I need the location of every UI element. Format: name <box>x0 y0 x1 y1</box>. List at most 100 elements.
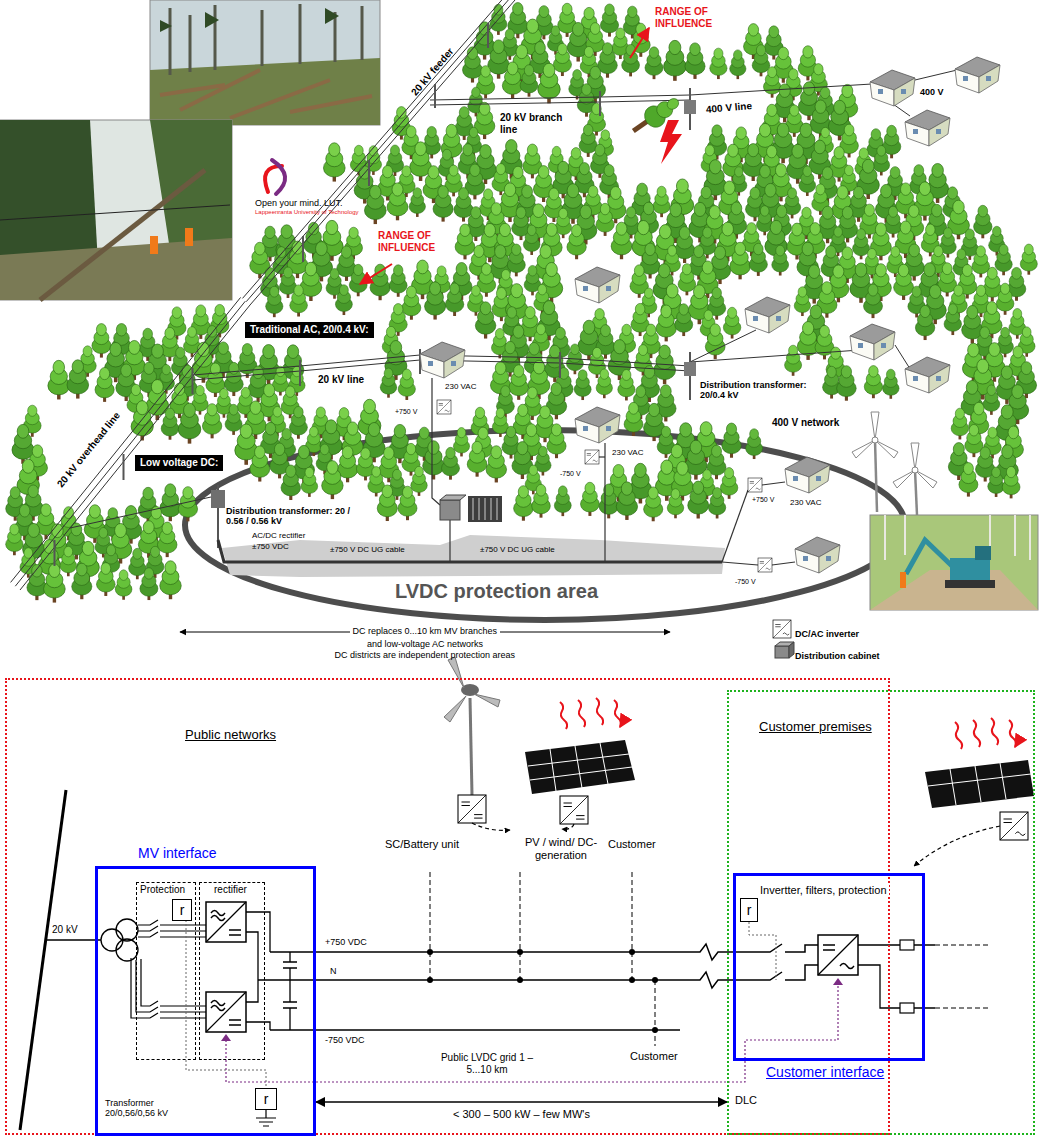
tree-crown <box>583 124 593 136</box>
tree-crown <box>798 287 807 297</box>
tree <box>685 43 705 79</box>
tree-crown <box>529 342 540 355</box>
tree-crown <box>518 404 528 416</box>
tree-crown <box>637 220 649 234</box>
tree-crown <box>207 326 217 338</box>
tree-crown <box>131 384 140 395</box>
lvdc-area-outline <box>185 430 905 620</box>
tree <box>370 264 390 300</box>
tree-crown <box>1001 366 1012 379</box>
tree-crown <box>658 264 670 278</box>
tree-crown <box>844 124 854 136</box>
tree-crown <box>987 267 997 279</box>
tree <box>705 324 725 359</box>
tree-crown <box>480 145 492 159</box>
tree <box>995 244 1012 275</box>
tree-crown <box>96 324 106 336</box>
tree-crown <box>329 143 340 157</box>
tree-crown <box>1024 244 1033 255</box>
tree-crown <box>136 401 148 415</box>
tree-crown <box>614 340 626 354</box>
tree <box>441 124 462 161</box>
tree-crown <box>188 327 197 338</box>
tree-crown <box>871 129 881 140</box>
tree <box>553 43 571 76</box>
tree-crown <box>610 187 621 200</box>
tree-crown <box>759 123 770 137</box>
tree <box>772 245 789 275</box>
tree <box>996 283 1014 315</box>
tree-crown <box>341 246 351 258</box>
tree-crown <box>218 342 228 354</box>
tree <box>864 284 883 318</box>
tree-crown <box>968 343 980 357</box>
tree-crown <box>891 246 900 257</box>
tree-crown <box>953 200 965 214</box>
tree-crown <box>456 263 467 276</box>
tree-crown <box>579 163 589 175</box>
tree-crown <box>121 364 132 377</box>
tree-crown <box>616 28 625 39</box>
tree-crown <box>748 24 758 36</box>
tree-crown <box>628 6 638 17</box>
tree <box>810 100 831 138</box>
tree <box>131 401 153 441</box>
tree-crown <box>977 359 989 373</box>
tree-crown <box>661 305 672 318</box>
tree-crown <box>402 369 411 380</box>
tree-crown <box>446 124 457 137</box>
tree-crown <box>513 3 524 16</box>
tree-crown <box>152 344 164 358</box>
tree-crown <box>853 186 863 198</box>
tree-crown <box>900 221 911 234</box>
tree-crown <box>965 229 974 240</box>
tree <box>972 246 990 278</box>
tree-crown <box>330 268 339 279</box>
tree-crown <box>151 380 163 394</box>
tree <box>389 265 407 297</box>
tree <box>608 340 631 380</box>
tree-crown <box>944 228 953 239</box>
tree-crown <box>496 163 505 174</box>
tree-crown <box>694 202 706 216</box>
tree-crown <box>28 405 37 416</box>
tree <box>225 404 242 435</box>
tree-crown <box>638 345 647 356</box>
tree-crown <box>778 47 789 60</box>
tree-crown <box>747 223 757 235</box>
tree-crown <box>551 383 562 396</box>
tree-crown <box>525 306 535 318</box>
tree-crown <box>822 282 833 295</box>
tree-crown <box>731 202 742 215</box>
tree-crown <box>890 167 900 179</box>
tree-crown <box>980 327 990 339</box>
tree-crown <box>229 404 238 415</box>
tree <box>520 65 538 97</box>
tree <box>67 360 89 399</box>
tree-crown <box>770 220 782 234</box>
tree-crown <box>735 242 746 255</box>
tree-crown <box>833 265 844 278</box>
tree-crown <box>570 344 579 355</box>
tree-crown <box>511 284 523 298</box>
tree-crown <box>533 204 544 218</box>
tree-crown <box>626 207 635 218</box>
tree <box>92 324 111 358</box>
tree-crown <box>659 345 671 359</box>
tree-crown <box>316 242 328 256</box>
tree-crown <box>551 26 560 36</box>
tree <box>509 365 529 400</box>
tree-crown <box>756 45 765 56</box>
tree-crown <box>831 347 841 359</box>
tree-crown <box>543 63 555 77</box>
tree-crown <box>281 225 292 239</box>
tree <box>289 406 307 438</box>
tree-crown <box>501 386 510 397</box>
tree-crown <box>644 366 655 379</box>
tree-crown <box>821 127 830 137</box>
tree <box>455 224 475 259</box>
tree <box>853 229 870 260</box>
tree-crown <box>582 84 592 96</box>
